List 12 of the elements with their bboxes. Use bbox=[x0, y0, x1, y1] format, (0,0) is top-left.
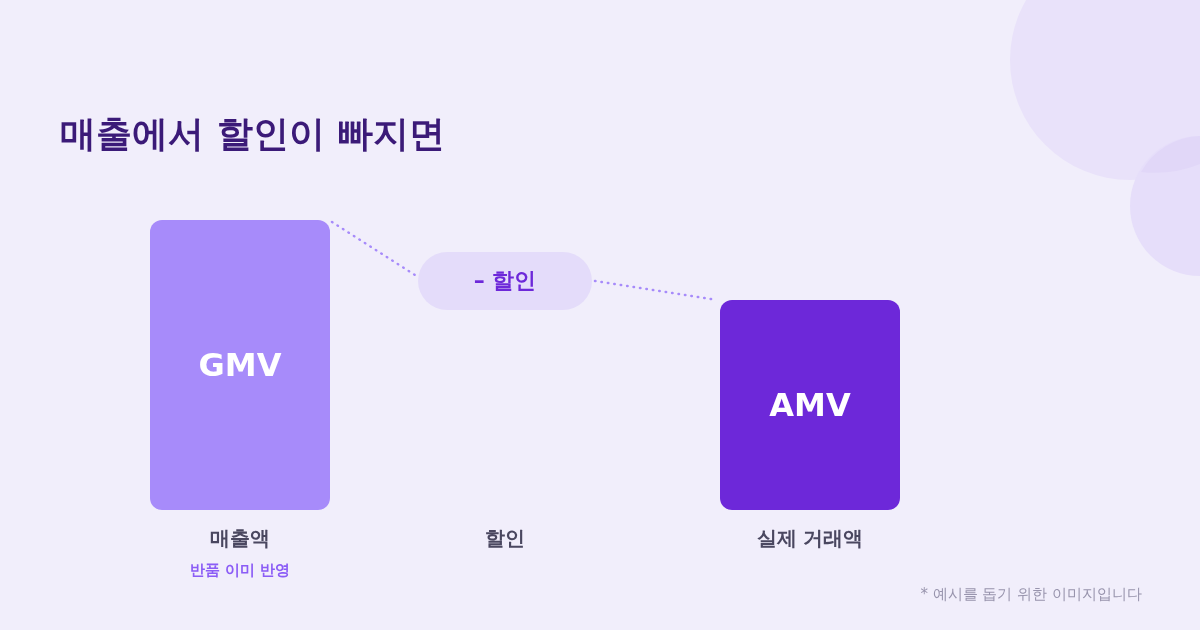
column-label: 할인 bbox=[485, 525, 525, 552]
amv-bar bbox=[720, 300, 900, 510]
dotted-connector bbox=[330, 220, 417, 277]
node-label: – 할인 bbox=[473, 267, 537, 295]
column-label: 매출액 bbox=[210, 525, 270, 552]
node-label: AMV bbox=[769, 386, 851, 424]
gmv-bar bbox=[150, 220, 330, 510]
title: 매출에서 할인이 빠지면 bbox=[60, 112, 446, 156]
footnote: * 예시를 돕기 위한 이미지입니다 bbox=[920, 584, 1142, 605]
column-note: 반품 이미 반영 bbox=[189, 560, 291, 581]
column-label: 실제 거래액 bbox=[756, 525, 864, 552]
node-label: GMV bbox=[198, 346, 282, 384]
